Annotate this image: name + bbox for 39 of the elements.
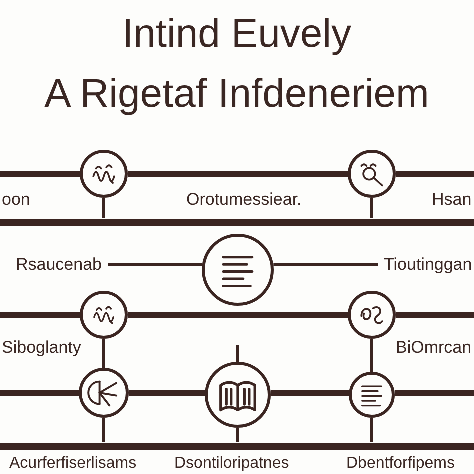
connector-line [128,171,348,177]
label: Siboglanty [2,338,82,358]
connector-line [370,418,374,442]
connector-line [394,390,474,396]
node-label: Rsaucenab [16,255,102,275]
connector-line [102,339,106,368]
connector-line [128,312,348,318]
icon-circle [348,150,396,198]
label: BiOmrcan [396,338,472,358]
label: Hsan [432,190,472,210]
connector-line [270,390,350,396]
connector-line [102,418,106,442]
connector-line [0,390,79,396]
icon-circle [349,372,395,418]
connector-line [0,312,80,318]
icon-circle [80,150,128,198]
node-label: Tioutinggan [384,255,472,275]
connector-line [396,312,474,318]
connector-line [102,198,106,218]
label: Orotumessiear. [186,190,302,210]
title: Intind Euvely A Rigetaf Infdeneriem [44,11,430,118]
label: Dbentforfipems [346,454,455,474]
connector-line [108,264,202,266]
icon-circle [80,291,128,339]
rail-bar [0,218,474,226]
connector-line [396,171,474,177]
icon-circle [79,368,129,418]
label: oon [2,190,30,210]
connector-line [236,345,240,362]
label: Acurferfiserlisams [10,454,137,474]
connector-line [0,171,80,177]
connector-line [236,428,240,442]
connector-line [370,198,374,218]
connector-line [129,390,206,396]
icon-circle [348,291,396,339]
connector-line [370,339,374,372]
connector-line [274,264,378,266]
label: Dsontiloripatnes [174,454,290,474]
rail-bar [0,442,474,450]
